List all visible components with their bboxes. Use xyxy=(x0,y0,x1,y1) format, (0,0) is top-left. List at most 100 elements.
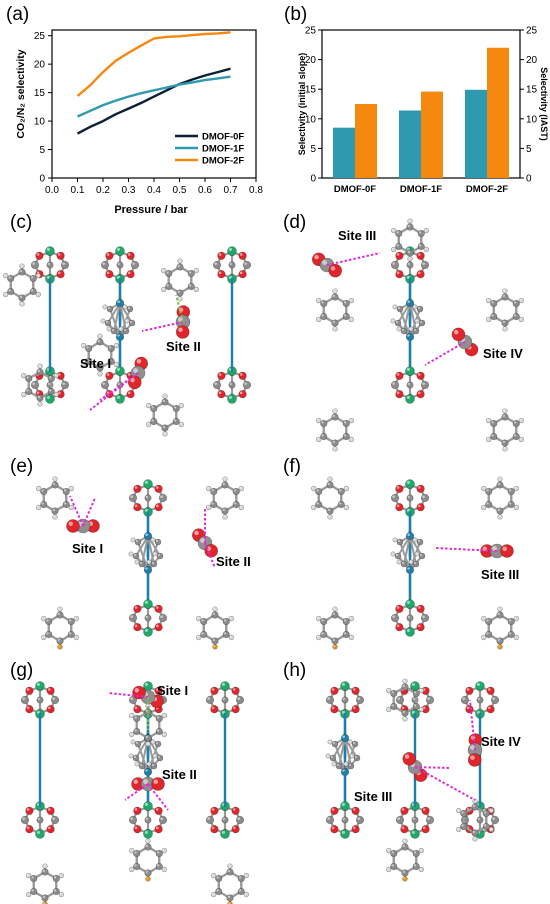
oxygen-atom-highlight xyxy=(127,271,131,275)
carbon-atom-highlight xyxy=(392,615,396,618)
panel-label-a: (a) xyxy=(6,4,30,25)
carbon-atom-highlight xyxy=(37,697,40,700)
carbon-atom-highlight xyxy=(160,495,163,499)
carbon-atom xyxy=(211,637,219,645)
hydrogen-atom xyxy=(385,687,392,694)
carbon-atom xyxy=(412,849,420,858)
bond xyxy=(338,737,346,767)
hydrogen-atom-highlight xyxy=(409,327,412,330)
oxygen-atom xyxy=(133,484,142,493)
bond xyxy=(119,302,133,324)
carbon-atom-highlight xyxy=(117,382,120,385)
carbon-atom-highlight xyxy=(486,502,489,505)
y-tick-label: 5 xyxy=(39,145,45,156)
carbon-atom xyxy=(96,338,104,346)
contact-line xyxy=(326,252,381,266)
carbon-atom xyxy=(41,868,49,876)
carbon-atom-highlight xyxy=(508,619,512,622)
hydrogen-atom-highlight xyxy=(316,437,319,440)
hydrogen-atom-highlight xyxy=(519,418,522,421)
hydrogen-atom-highlight xyxy=(489,808,492,811)
hydrogen-atom xyxy=(128,753,134,759)
co2-carbon-atom-highlight xyxy=(470,745,475,750)
carbon-atom xyxy=(476,816,484,824)
oxygen-atom-highlight xyxy=(466,706,470,710)
hydrogen-atom xyxy=(97,371,103,377)
oxygen-atom xyxy=(133,806,142,815)
carbon-atom-highlight xyxy=(336,763,340,766)
oxygen-atom-highlight xyxy=(396,624,400,628)
hydrogen-atom xyxy=(348,316,355,323)
oxygen-atom xyxy=(126,390,135,399)
carbon-atom-highlight xyxy=(8,289,11,292)
carbon-atom-highlight xyxy=(233,502,237,505)
carbon-atom-highlight xyxy=(157,553,160,556)
carbon-atom xyxy=(512,419,520,428)
fluorine-atom-highlight xyxy=(146,877,148,879)
hydrogen-atom-highlight xyxy=(20,264,22,267)
hydrogen-atom-highlight xyxy=(26,873,29,876)
hydrogen-atom-highlight xyxy=(316,635,319,638)
zinc-atom xyxy=(115,366,125,376)
oxygen-atom xyxy=(126,270,135,279)
oxygen-atom-highlight xyxy=(422,706,426,710)
site-label-g-2: Site II xyxy=(162,767,197,782)
carbon-atom xyxy=(482,822,490,831)
structure-g xyxy=(20,681,250,904)
carbon-atom-highlight xyxy=(134,716,137,719)
right-tick-label: 0 xyxy=(526,174,532,185)
carbon-atom xyxy=(337,487,345,496)
oxygen-atom-highlight xyxy=(134,606,138,609)
line-chart-y-axis-label: CO₂/N₂ selectivity xyxy=(15,49,27,138)
zinc-atom-highlight xyxy=(341,802,345,806)
hydrogen-atom-highlight xyxy=(244,892,247,895)
carbon-atom xyxy=(353,754,361,762)
hydrogen-atom xyxy=(52,476,58,482)
hydrogen-atom-highlight xyxy=(151,538,153,540)
oxygen-atom-highlight xyxy=(422,826,426,830)
oxygen-atom xyxy=(46,686,55,695)
hydrogen-atom-highlight xyxy=(135,762,137,764)
carbon-atom xyxy=(20,695,30,705)
carbon-atom xyxy=(161,424,169,432)
hydrogen-atom xyxy=(130,739,136,745)
carbon-atom xyxy=(460,822,468,831)
oxygen-atom xyxy=(25,705,34,714)
zinc-atom xyxy=(115,246,125,256)
carbon-atom-highlight xyxy=(391,704,394,707)
carbon-atom-highlight xyxy=(52,817,55,820)
hydrogen-atom-highlight xyxy=(163,394,165,397)
carbon-atom xyxy=(471,803,479,811)
hydrogen-atom xyxy=(343,761,349,767)
zinc-atom xyxy=(143,599,153,609)
hydrogen-atom-highlight xyxy=(129,732,132,735)
oxygen-atom-highlight xyxy=(218,391,222,395)
co2-oxygen-atom-highlight xyxy=(130,377,135,383)
carbon-atom-highlight xyxy=(133,755,136,758)
y-tick-label: 10 xyxy=(34,117,46,128)
carbon-atom xyxy=(390,702,398,711)
co2-oxygen-atom-highlight xyxy=(68,521,74,527)
carbon-atom-highlight xyxy=(214,382,217,386)
zinc-atom xyxy=(35,829,45,839)
carbon-atom-highlight xyxy=(22,697,25,700)
carbon-atom xyxy=(155,862,163,871)
oxygen-atom xyxy=(486,686,495,695)
hydrogen-atom-highlight xyxy=(178,297,180,299)
carbon-atom xyxy=(50,695,60,705)
carbon-atom xyxy=(51,507,59,515)
oxygen-atom-highlight xyxy=(417,504,421,508)
oxygen-atom-highlight xyxy=(331,808,335,811)
carbon-atom xyxy=(420,493,430,503)
bond xyxy=(107,302,121,324)
carbon-atom xyxy=(331,319,339,327)
carbon-atom-highlight xyxy=(41,502,44,505)
hydrogen-atom-highlight xyxy=(129,867,132,870)
bond xyxy=(409,302,423,324)
carbon-atom-highlight xyxy=(343,301,347,304)
oxygen-atom xyxy=(154,825,163,834)
zinc-atom xyxy=(143,627,153,637)
carbon-atom xyxy=(485,500,493,509)
carbon-atom-highlight xyxy=(412,697,415,700)
oxygen-atom-highlight xyxy=(47,688,51,691)
